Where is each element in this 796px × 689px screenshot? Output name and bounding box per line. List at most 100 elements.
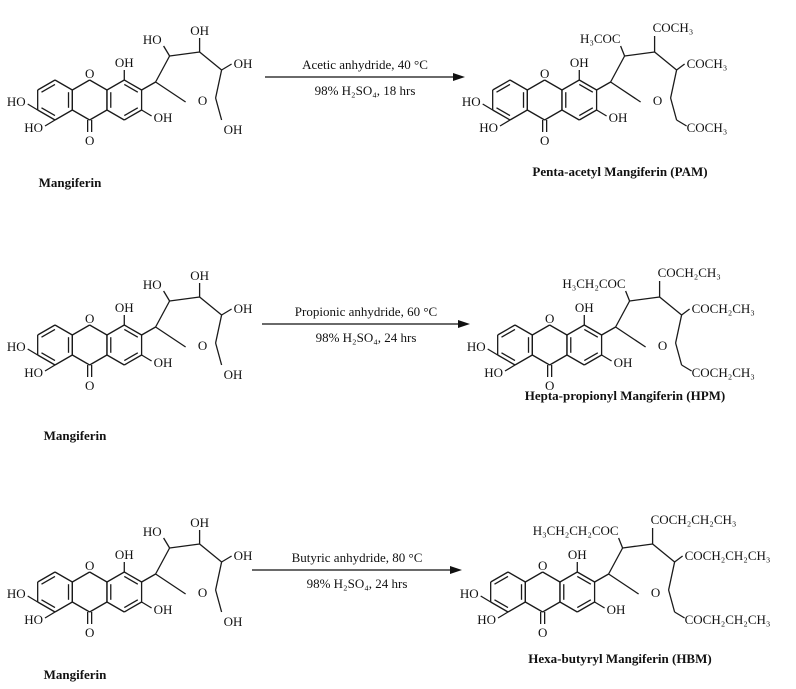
sugar-ring-bond	[615, 326, 646, 348]
sugar-ring-bond	[622, 543, 653, 549]
ring-oxygen-label: O	[85, 558, 94, 573]
substituent-bond	[27, 103, 39, 111]
ester-group-label: H₃COC	[580, 31, 621, 46]
double-bond	[123, 599, 139, 609]
ester-group-label: H₃CH₂COC	[562, 276, 625, 291]
substituent-bond	[596, 109, 607, 117]
ring-bond	[89, 354, 108, 366]
double-bond	[123, 328, 139, 338]
hydroxyl-label: OH	[614, 355, 633, 370]
ring-bond	[54, 79, 73, 91]
substituent-bond	[676, 119, 687, 127]
sugar-ring-bond	[155, 300, 171, 328]
ring-bond	[71, 601, 90, 613]
substituent-bond	[594, 601, 605, 609]
reaction-arrow: Acetic anhydride, 40 °C98% H₂SO₄, 18 hrs	[265, 57, 465, 98]
double-bond	[123, 83, 139, 93]
reaction-condition-acid: 98% H₂SO₄, 24 hrs	[316, 330, 417, 345]
ester-group-label: COCH₂CH₂CH₃	[685, 612, 771, 627]
sugar-oxygen-label: O	[198, 585, 207, 600]
substituent-bond	[601, 354, 612, 362]
hydroxyl-label: HO	[143, 524, 162, 539]
ester-group-label: COCH₂CH₃	[658, 265, 721, 280]
glycosidic-bond	[141, 573, 156, 583]
double-bond	[496, 107, 511, 117]
double-bond	[578, 107, 594, 117]
ring-bond	[106, 571, 125, 583]
substituent-bond	[163, 537, 171, 549]
ring-oxygen-label: O	[85, 66, 94, 81]
ester-group-label: COCH₂CH₃	[692, 365, 755, 380]
sugar-ring-bond	[169, 543, 200, 549]
ester-group-label: COCH₂CH₂CH₃	[685, 548, 771, 563]
product-block: Penta-acetyl Mangiferin (PAM)	[532, 164, 707, 179]
hydroxyl-label: OH	[224, 367, 243, 382]
hydroxyl-label: OH	[115, 547, 134, 562]
sugar-ring-bond	[610, 55, 626, 83]
ring-bond	[71, 354, 90, 366]
substituent-bond	[669, 97, 678, 121]
reactant-block: Mangiferin	[44, 428, 108, 443]
hydroxyl-label: OH	[575, 300, 594, 315]
ring-bond	[37, 79, 56, 91]
reaction-condition-reagent: Butyric anhydride, 80 °C	[292, 550, 423, 565]
substituent-bond	[141, 109, 152, 117]
ring-bond	[524, 601, 543, 613]
substituent-bond	[681, 308, 690, 316]
carbonyl-oxygen-label: O	[85, 378, 94, 393]
hydroxyl-label: HO	[24, 365, 43, 380]
substituent-bond	[504, 364, 516, 372]
double-bond	[41, 83, 56, 93]
product-name: Penta-acetyl Mangiferin (PAM)	[532, 164, 707, 179]
substituent-bond	[214, 97, 223, 121]
hydroxyl-label: OH	[190, 515, 209, 530]
hydroxyl-label: OH	[570, 55, 589, 70]
double-bond	[576, 599, 592, 609]
ring-bond	[544, 109, 563, 121]
product-block: Hepta-propionyl Mangiferin (HPM)	[525, 388, 726, 403]
double-bond	[501, 328, 516, 338]
ring-bond	[106, 79, 125, 91]
substituent-bond	[44, 611, 56, 619]
reactant-block: Mangiferin	[44, 667, 108, 682]
ring-bond	[497, 324, 516, 336]
ring-bond	[526, 79, 545, 91]
substituent-bond	[163, 45, 171, 57]
double-bond	[123, 575, 139, 585]
ester-group-label: COCH₃	[687, 56, 728, 71]
ring-bond	[561, 109, 580, 121]
reactant-name: Mangiferin	[39, 175, 103, 190]
ring-bond	[531, 354, 550, 366]
reactant-name: Mangiferin	[44, 667, 108, 682]
double-bond	[583, 328, 599, 338]
sugar-ring-bond	[674, 314, 683, 344]
arrow-head	[453, 73, 465, 81]
substituent-bond	[163, 290, 171, 302]
hydroxyl-label: HO	[467, 339, 486, 354]
product-block: Hexa-butyryl Mangiferin (HBM)	[528, 651, 711, 666]
substituent-bond	[619, 45, 626, 57]
carbonyl-oxygen-label: O	[545, 378, 554, 393]
ring-bond	[578, 109, 597, 121]
ring-bond	[54, 354, 73, 366]
ring-bond	[492, 79, 511, 91]
sugar-ring-bond	[214, 314, 223, 344]
reaction-condition-reagent: Propionic anhydride, 60 °C	[295, 304, 437, 319]
ring-bond	[89, 109, 108, 121]
glycosidic-bond	[601, 326, 616, 336]
reaction-arrow: Propionic anhydride, 60 °C 98% H₂SO₄, 24 …	[262, 304, 470, 345]
ring-bond	[54, 601, 73, 613]
ring-bond	[123, 79, 142, 91]
ring-bond	[123, 354, 142, 366]
double-bond	[41, 328, 56, 338]
double-bond	[578, 83, 594, 93]
carbonyl-oxygen-label: O	[85, 133, 94, 148]
ring-bond	[507, 601, 526, 613]
reaction-condition-acid: 98% H₂SO₄, 18 hrs	[315, 83, 416, 98]
hydroxyl-label: OH	[190, 23, 209, 38]
hydroxyl-label: OH	[607, 602, 626, 617]
substituent-bond	[674, 555, 683, 563]
hydroxyl-label: HO	[462, 94, 481, 109]
